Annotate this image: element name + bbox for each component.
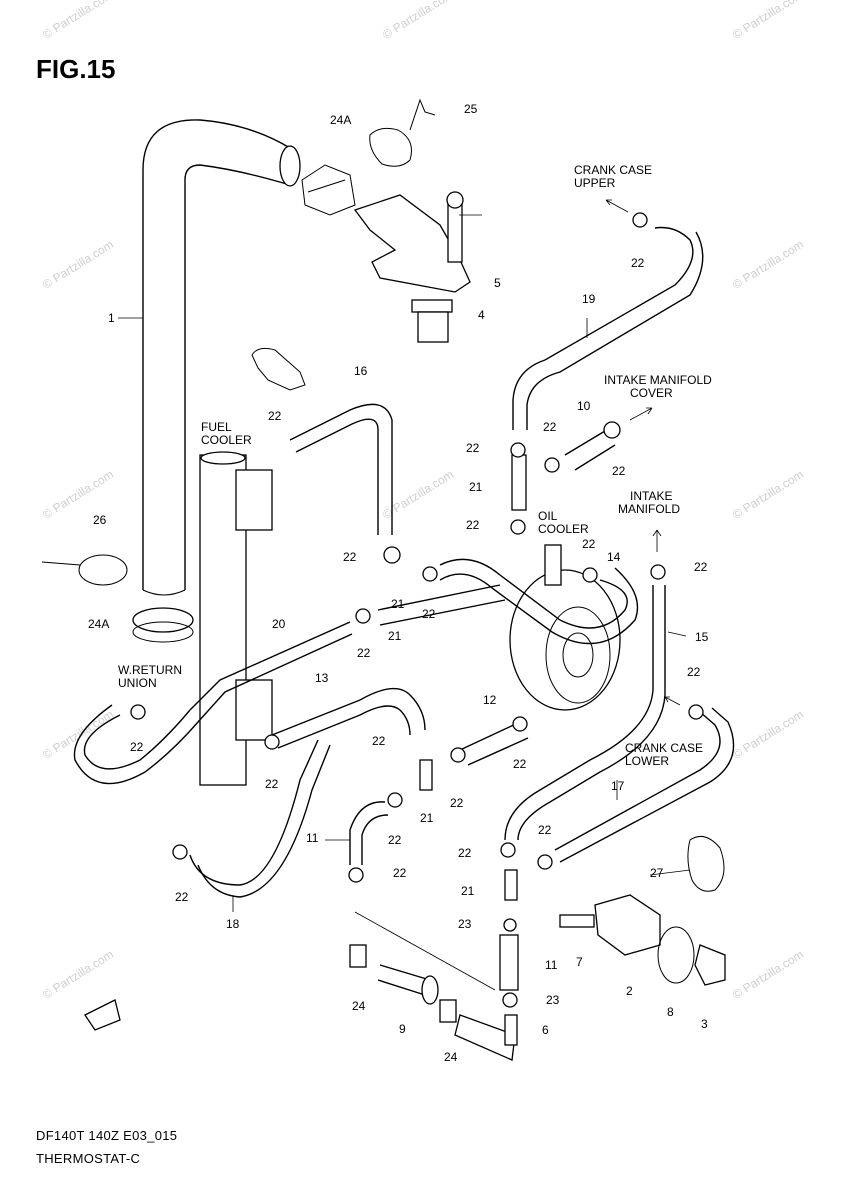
callout: 27 (650, 866, 664, 880)
callout: 22 (372, 734, 386, 748)
callout: 21 (388, 629, 402, 643)
callout: 7 (576, 955, 583, 969)
callout: 6 (542, 1023, 549, 1037)
callout: 21 (461, 884, 475, 898)
footer-name: THERMOSTAT-C (36, 1151, 141, 1166)
callout: 19 (582, 292, 596, 306)
callout: 22 (450, 796, 464, 810)
callout: 22 (458, 846, 472, 860)
callout: 22 (631, 256, 645, 270)
callout: 22 (466, 441, 480, 455)
callout: 20 (272, 617, 286, 631)
callout: 11 (306, 831, 319, 845)
callout: 23 (546, 993, 560, 1007)
callout: 22 (357, 646, 371, 660)
callout: 2 (626, 984, 633, 998)
callout: 21 (420, 811, 434, 825)
callout: 22 (543, 420, 557, 434)
callout: 16 (354, 364, 368, 378)
callout: 21 (469, 480, 483, 494)
callout: 22 (343, 550, 357, 564)
callout: 22 (393, 866, 407, 880)
figure-title: FIG.15 (36, 54, 116, 84)
callout: 22 (687, 665, 701, 679)
callout: 24 (444, 1050, 458, 1064)
callout: 22 (130, 740, 144, 754)
callout: 22 (388, 833, 402, 847)
callout: 22 (538, 823, 552, 837)
callout: 22 (265, 777, 279, 791)
callout: 22 (513, 757, 527, 771)
callout: 22 (582, 537, 596, 551)
callout: 12 (483, 693, 497, 707)
callout: 4 (478, 308, 485, 322)
callout: 13 (315, 671, 329, 685)
callout: 24 (352, 999, 366, 1013)
callout: 22 (175, 890, 189, 904)
callout: 8 (667, 1005, 674, 1019)
callout: 9 (399, 1022, 406, 1036)
callout: 24A (88, 617, 110, 631)
callout: 15 (695, 630, 709, 644)
callout: 10 (577, 399, 591, 413)
callout: 22 (694, 560, 708, 574)
callout: 3 (701, 1017, 708, 1031)
callout: 26 (93, 513, 107, 527)
callout: 1 (108, 311, 115, 325)
callout: 25 (464, 102, 478, 116)
footer-code: DF140T 140Z E03_015 (36, 1128, 178, 1143)
callout: 22 (612, 464, 626, 478)
callout: 23 (458, 917, 472, 931)
callout: 14 (607, 550, 621, 564)
callout: 5 (494, 276, 501, 290)
callout: 22 (268, 409, 282, 423)
callout: 18 (226, 917, 240, 931)
callout: 22 (422, 607, 436, 621)
callout: 21 (391, 597, 405, 611)
callout: 11 (545, 958, 558, 972)
callout: 24A (330, 113, 352, 127)
callout: 22 (466, 518, 480, 532)
callout: 17 (611, 779, 625, 793)
